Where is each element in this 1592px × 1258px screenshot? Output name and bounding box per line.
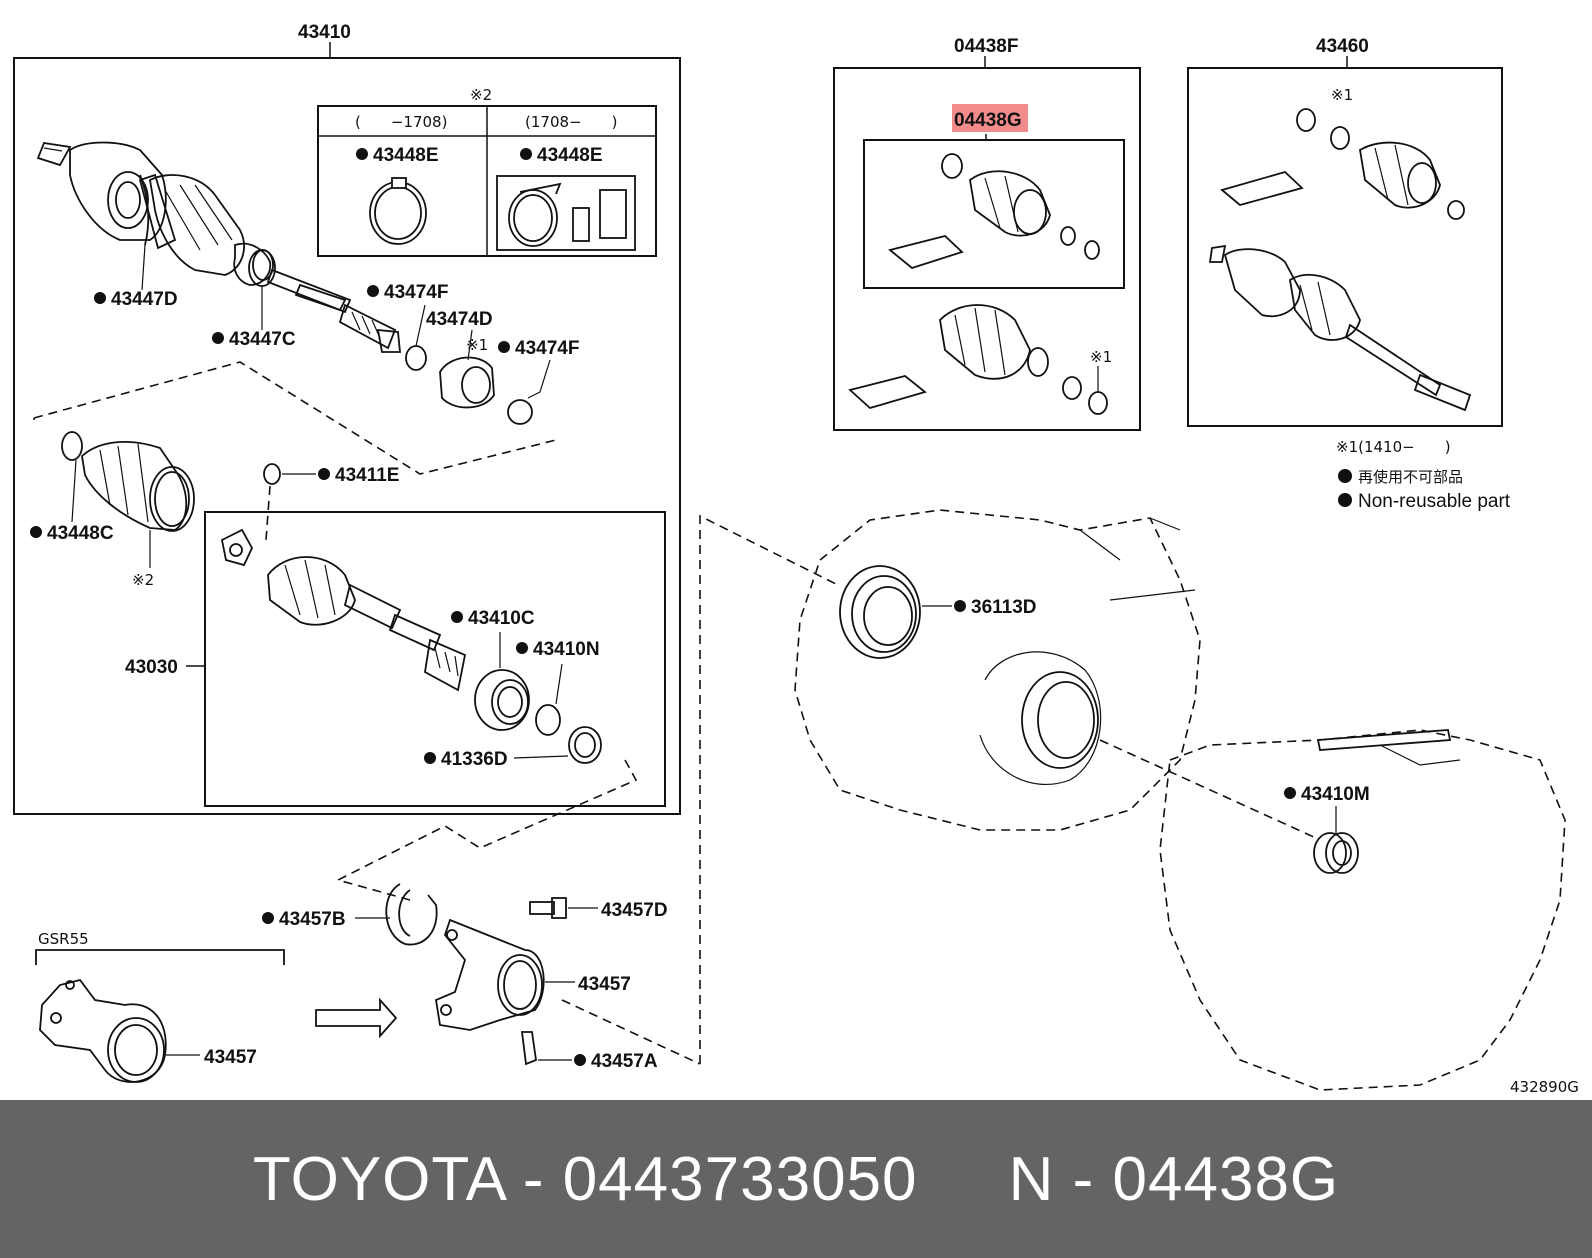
note1-mark-shaft: ※1 <box>1331 86 1353 104</box>
engine-drawing: 43410M <box>1159 729 1566 1091</box>
inner-boot-group: 43448C ※2 <box>30 431 195 589</box>
callout-43448C: 43448C <box>47 523 114 544</box>
transaxle-drawing: 36113D <box>794 509 1317 839</box>
callout-43410N: 43410N <box>533 639 600 660</box>
footer-bar: TOYOTA - 0443733050 N - 04438G <box>0 1100 1592 1258</box>
callout-43457B: 43457B <box>279 909 346 930</box>
highlight-box <box>952 104 1028 132</box>
variant-right-label: (1708− ) <box>525 113 617 131</box>
note1-mark-kit: ※1 <box>1090 348 1112 366</box>
variant-table: ※2 ( −1708) (1708− ) 43448E 43448E <box>317 86 657 257</box>
legend: ※1(1410− ) 再使用不可部品 Non-reusable part <box>1336 438 1511 512</box>
callout-43457-a: 43457 <box>578 974 631 995</box>
legend-en: Non-reusable part <box>1358 491 1511 512</box>
callout-43447C: 43447C <box>229 329 296 350</box>
callout-43447D: 43447D <box>111 289 178 310</box>
callout-43457A: 43457A <box>591 1051 658 1072</box>
note2-mark-top: ※2 <box>470 86 492 104</box>
parts-diagram: 43410 ※2 ( −1708) (1708− ) 43448E 43448E <box>13 22 1579 1096</box>
shaft-frame <box>1187 67 1503 427</box>
callout-43410M: 43410M <box>1301 784 1370 805</box>
model-label: GSR55 <box>38 930 89 948</box>
assembly-label: 43410 <box>298 22 351 43</box>
callout-43448E-a: 43448E <box>373 145 439 166</box>
footer-text: TOYOTA - 0443733050 N - 04438G <box>252 1144 1340 1214</box>
kit-lower-drawing: ※1 <box>848 304 1112 415</box>
assembly-frame <box>13 57 681 815</box>
kit-label: 04438F <box>954 36 1018 57</box>
callout-41336D: 41336D <box>441 749 508 770</box>
shaft-drawing <box>1208 108 1472 412</box>
figure-code: 432890G <box>1510 1078 1579 1096</box>
shaft-label: 43460 <box>1316 36 1369 57</box>
callout-43457-b: 43457 <box>204 1047 257 1068</box>
damper-group: 43474F 43474D ※1 43474F <box>367 282 579 425</box>
kit-frame <box>833 67 1141 431</box>
arrow-icon <box>315 997 398 1039</box>
callout-43411E: 43411E <box>335 465 399 486</box>
drive-shaft-drawing: 43447D 43447C <box>36 141 401 353</box>
variant-left-label: ( −1708) <box>355 113 447 131</box>
note1-mark-damper: ※1 <box>466 336 488 354</box>
gsr55-group: GSR55 43457 <box>35 930 285 1083</box>
callout-43410C: 43410C <box>468 608 535 629</box>
kit-upper-drawing <box>888 153 1100 270</box>
highlight-label: 04438G <box>954 110 1022 131</box>
callout-43448E-b: 43448E <box>537 145 603 166</box>
inner-joint-frame <box>204 511 666 807</box>
bracket-group: 43457B 43457D 43457 43457A <box>262 883 668 1072</box>
callout-43030: 43030 <box>125 657 178 678</box>
callout-43474F-b: 43474F <box>515 338 579 359</box>
note2-mark-boot: ※2 <box>132 571 154 589</box>
callout-36113D: 36113D <box>971 597 1037 618</box>
callout-43474F-a: 43474F <box>384 282 448 303</box>
callout-43457D: 43457D <box>601 900 668 921</box>
legend-jp: 再使用不可部品 <box>1358 468 1463 486</box>
note1-text: ※1(1410− ) <box>1336 438 1451 456</box>
highlight-kit-frame <box>863 139 1125 289</box>
callout-43474D: 43474D <box>426 309 493 330</box>
inner-joint-drawing <box>220 528 467 692</box>
